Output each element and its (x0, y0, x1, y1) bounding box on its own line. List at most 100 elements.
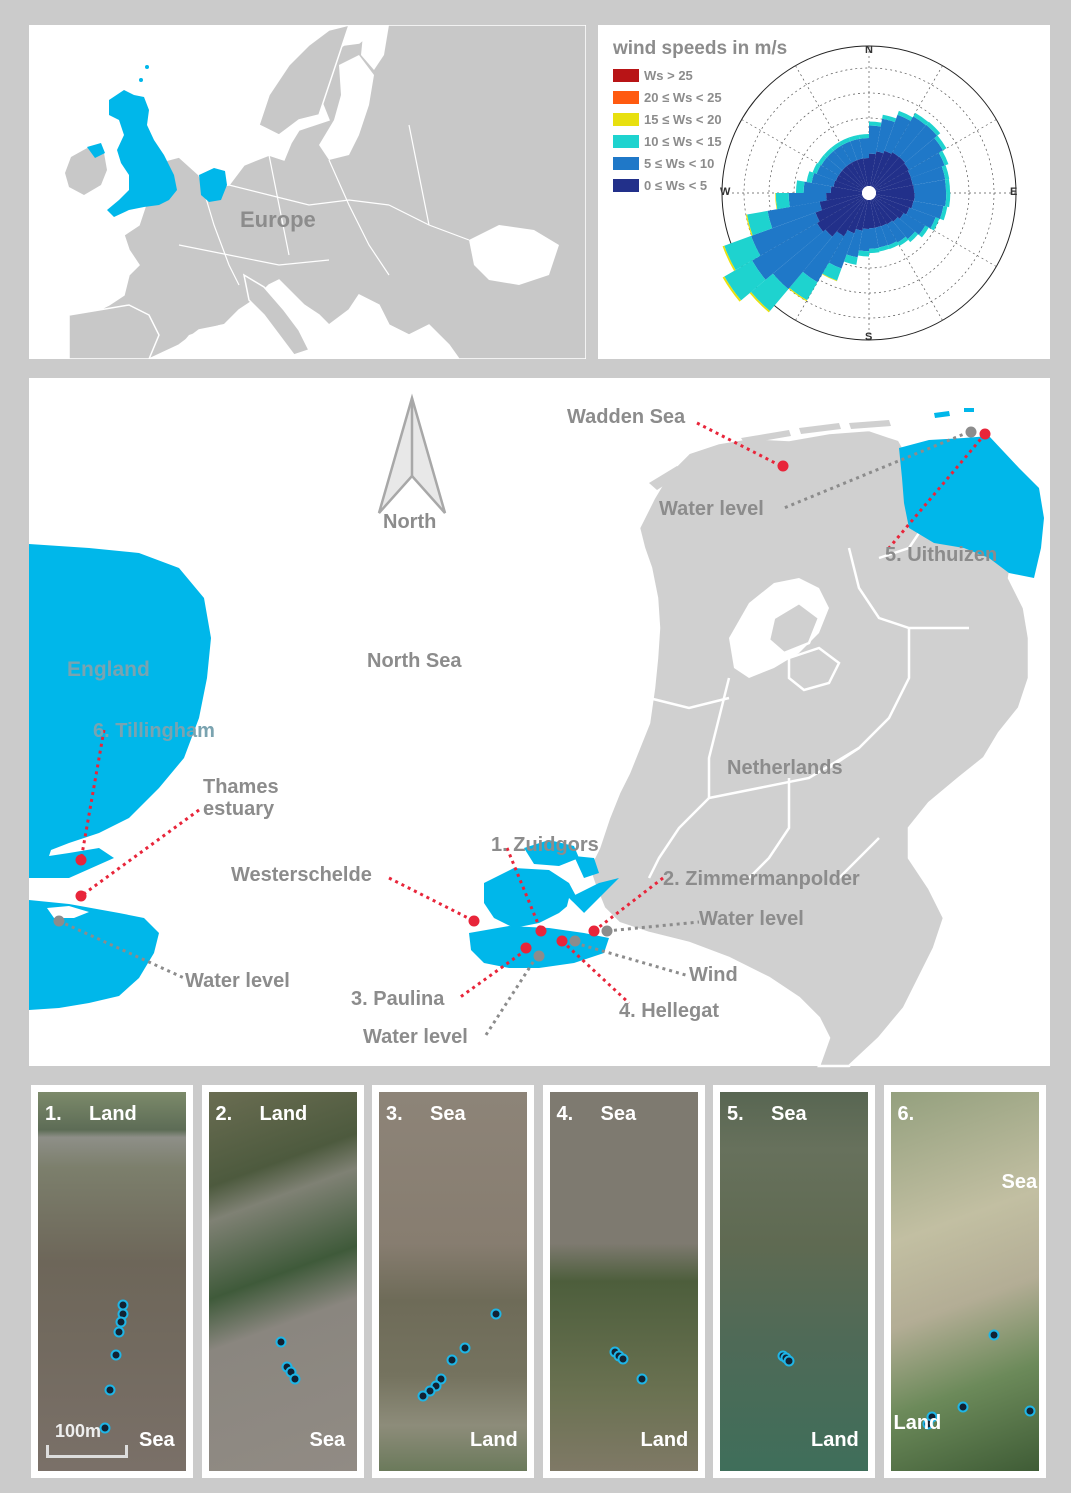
netherlands-highlight (199, 168, 227, 202)
water-level-england-dot (53, 915, 65, 927)
wind-rose-sector (875, 170, 912, 191)
top-edge-label: Sea (771, 1103, 807, 1125)
wind-rose-sector (851, 160, 867, 187)
wind-rose-sector (875, 193, 915, 201)
bottom-edge-label: Land (470, 1429, 518, 1451)
water-level-south-label: Water level (363, 1026, 468, 1048)
wind-rose-sector (835, 175, 863, 191)
wind-rose-sector (899, 213, 926, 235)
bottom-edge-label: Land (811, 1429, 859, 1451)
satellite-image (38, 1092, 186, 1471)
wind-rose-sector (875, 226, 888, 248)
top-edge-label: Sea (600, 1103, 637, 1125)
wind-rose-sector (724, 260, 766, 301)
legend-swatch (613, 156, 639, 170)
water-level-north-dot (965, 426, 977, 438)
sample-point (446, 1354, 458, 1366)
bottom-edge-label: Sea (139, 1429, 175, 1451)
wind-rose-sector (815, 195, 863, 222)
legend-swatch (613, 112, 639, 126)
north-sea-label: North Sea (367, 650, 462, 672)
sample-point (113, 1326, 125, 1338)
site-number: 6. (897, 1103, 915, 1125)
satellite-image (720, 1092, 868, 1471)
compass-w: W (720, 186, 731, 198)
legend-swatch (613, 68, 639, 82)
wind-rose-sector (887, 220, 906, 243)
north-arrow (377, 393, 447, 514)
wind-rose-sector (911, 200, 944, 219)
wind-rose-sector (914, 193, 947, 207)
wind-rose-sector (872, 152, 900, 188)
legend-item: 20 ≤ Ws < 25 (613, 86, 787, 108)
bottom-edge-label: Sea (309, 1429, 346, 1451)
legend-item: 10 ≤ Ws < 15 (613, 130, 787, 152)
wind-rose-sector (767, 201, 823, 229)
wind-rose-sector (870, 151, 884, 187)
sample-point (104, 1384, 116, 1396)
wind-rose-sector (907, 231, 919, 243)
wind-rose-sector (873, 156, 906, 189)
wind-rose-sector (869, 199, 876, 229)
wind-rose-sector (817, 154, 827, 166)
wind-rose-sector (795, 180, 805, 193)
wind-rose-panel (598, 25, 1050, 359)
water-level-south-dot (533, 950, 545, 962)
wadden-sea-label: Wadden Sea (567, 406, 686, 428)
wind-rose-sector (907, 152, 945, 178)
legend-label: 5 ≤ Ws < 10 (644, 155, 715, 171)
compass-s: S (865, 331, 873, 343)
uk-highlight (107, 90, 177, 217)
regional-map (29, 378, 1050, 1068)
wind-dot (569, 935, 581, 947)
site-number: 5. (727, 1103, 744, 1125)
england-shape (29, 544, 211, 878)
wind-rose-sector (897, 110, 913, 121)
sample-point (275, 1336, 286, 1348)
wind-rose-sector (752, 223, 824, 280)
wind-rose-sector (838, 170, 864, 190)
scale-bar-label: 100m (55, 1421, 102, 1441)
wind-rose-sector (747, 210, 773, 236)
wind-rose-sector (848, 134, 860, 142)
wind-rose-sector (892, 116, 926, 158)
wind-rose-sector (904, 138, 943, 170)
top-edge-label: Sea (1001, 1171, 1038, 1193)
legend-label: 0 ≤ Ws < 5 (644, 177, 708, 193)
site-number: 1. (45, 1103, 62, 1125)
groningen-highlight (899, 436, 1044, 578)
wind-rose-sector (788, 287, 808, 302)
wind-rose-sector (888, 241, 899, 250)
satellite-image (379, 1092, 527, 1471)
sample-point (289, 1373, 300, 1385)
thames-label: Thames estuary (203, 776, 279, 820)
wind-rose-sector (826, 150, 847, 171)
site-number: 2. (215, 1103, 233, 1125)
wind-rose-sector (869, 121, 882, 127)
wind-rose-sector (857, 158, 868, 187)
wind-rose-sector (862, 158, 869, 187)
wind-rose-sector (822, 273, 838, 282)
tillingham-label: 6. Tillingham (93, 720, 215, 742)
north-label: North (383, 511, 437, 533)
wind-rose-sector (830, 186, 863, 193)
wind-rose-sector (750, 273, 789, 312)
wind-rose-sector (926, 121, 941, 136)
wind-rose-sector (913, 112, 929, 126)
wind-rose-sector (802, 231, 844, 283)
wind-rose-sector (897, 236, 909, 246)
wind-rose-sector (839, 137, 851, 146)
wind-rose-sector (772, 229, 833, 290)
wind-rose-sector (875, 185, 915, 193)
wind-rose-sector (749, 292, 770, 313)
site-number: 4. (556, 1103, 574, 1125)
wind-rose-sector (789, 271, 818, 301)
wind-rose-sector (869, 125, 881, 155)
wind-rose-sector (841, 141, 858, 163)
sample-point (490, 1308, 502, 1320)
paulina-label: 3. Paulina (351, 988, 445, 1010)
legend-item: 5 ≤ Ws < 10 (613, 152, 787, 174)
wind-rose-sector (722, 245, 736, 271)
